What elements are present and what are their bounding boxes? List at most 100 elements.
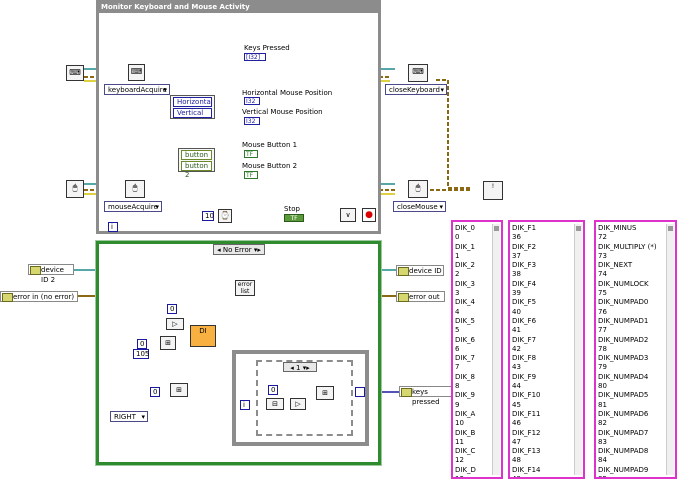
list-item[interactable]: DIK_NUMPAD3 — [598, 354, 649, 363]
list-item[interactable]: DIK_NUMPAD1 — [598, 316, 649, 325]
error-out-terminal[interactable]: error out — [396, 291, 445, 302]
dik-list-1-scrollbar[interactable] — [492, 224, 500, 475]
list-item[interactable]: DIK_4 — [455, 298, 475, 307]
list-item[interactable]: 12 — [455, 456, 464, 465]
mouse-refnum-icon[interactable]: 🖱 — [66, 180, 84, 198]
case-selector[interactable]: ◂ No Error ▾▸ — [213, 244, 265, 255]
close-mouse-ring[interactable]: closeMouse — [393, 201, 446, 213]
list-item[interactable]: DIK_NUMPAD2 — [598, 335, 649, 344]
list-item[interactable]: DIK_6 — [455, 335, 475, 344]
error-in-terminal[interactable]: error in (no error) — [0, 291, 78, 302]
list-item[interactable]: DIK_0 — [455, 224, 475, 232]
keyboard-close-node-icon[interactable]: ⌨ — [408, 64, 428, 82]
list-item[interactable]: 81 — [598, 400, 607, 409]
keyboard-refnum-icon[interactable]: ⌨ — [66, 65, 84, 81]
list-item[interactable]: DIK_F10 — [512, 391, 541, 400]
dik-list-2-scrollbar[interactable] — [574, 224, 582, 475]
list-item[interactable]: DIK_7 — [455, 354, 475, 363]
list-item[interactable]: DIK_B — [455, 428, 476, 437]
list-item[interactable]: DIK_NUMPAD6 — [598, 409, 649, 418]
zero-constant-a[interactable]: 0 — [167, 304, 177, 314]
inner-case-selector[interactable]: ◂ 1 ▾▸ — [283, 362, 317, 372]
list-item[interactable]: 85 — [598, 475, 665, 477]
wait-timer-icon[interactable]: ⌚ — [218, 209, 232, 223]
keys-pressed-indicator[interactable]: [I32] — [244, 53, 266, 61]
list-item[interactable]: DIK_NUMPAD5 — [598, 391, 649, 400]
list-item[interactable]: DIK_8 — [455, 372, 475, 381]
list-item[interactable]: DIK_NUMPAD9 — [598, 465, 649, 474]
list-item[interactable]: 80 — [598, 382, 607, 391]
list-item[interactable]: DIK_F7 — [512, 335, 537, 344]
list-item[interactable]: DIK_MINUS — [598, 224, 637, 232]
stop-condition-icon[interactable]: ● — [362, 208, 376, 222]
zero-constant-b[interactable]: 0 — [137, 339, 147, 349]
list-item[interactable]: DIK_F9 — [512, 372, 537, 381]
list-item[interactable]: 79 — [598, 363, 607, 372]
list-item[interactable]: 6 — [455, 344, 460, 353]
list-item[interactable]: DIK_3 — [455, 279, 475, 288]
list-item[interactable]: DIK_F8 — [512, 354, 537, 363]
list-item[interactable]: DIK_NUMPAD7 — [598, 428, 649, 437]
list-item[interactable]: 38 — [512, 270, 521, 279]
mouse-button1-indicator[interactable]: TF — [244, 150, 258, 158]
dik-list-3-scrollbar[interactable] — [666, 224, 674, 475]
list-item[interactable]: DIK_NUMPAD4 — [598, 372, 649, 381]
list-item[interactable]: 44 — [512, 382, 521, 391]
list-item[interactable]: 39 — [512, 289, 521, 298]
list-item[interactable]: 83 — [598, 437, 607, 446]
vertical-position-indicator[interactable]: I32 — [244, 117, 260, 125]
list-item[interactable]: 75 — [598, 289, 607, 298]
di-acquire-node-icon[interactable]: DI — [190, 325, 216, 347]
mouse-buttons-unbundle[interactable]: button 1 button 2 — [178, 148, 215, 179]
list-item[interactable]: 47 — [512, 437, 521, 446]
list-item[interactable]: DIK_2 — [455, 261, 475, 270]
list-item[interactable]: 0 — [455, 233, 460, 242]
list-item[interactable]: 48 — [512, 456, 521, 465]
list-item[interactable]: DIK_F6 — [512, 316, 537, 325]
list-item[interactable]: DIK_F5 — [512, 298, 537, 307]
list-item[interactable]: 82 — [598, 419, 607, 428]
error-handler-icon[interactable]: ! — [483, 181, 503, 200]
keyboard-read-node-icon[interactable]: ⌨ — [128, 64, 145, 81]
horizontal-position-indicator[interactable]: I32 — [244, 97, 260, 105]
list-item[interactable]: 37 — [512, 251, 521, 260]
list-item[interactable]: 1 — [455, 251, 460, 260]
list-item[interactable]: DIK_D — [455, 465, 476, 474]
list-item[interactable]: DIK_5 — [455, 316, 475, 325]
stop-button[interactable]: TF — [284, 214, 304, 222]
list-item[interactable]: DIK_F2 — [512, 242, 537, 251]
list-item[interactable]: 13 — [455, 475, 491, 477]
list-item[interactable]: 3 — [455, 289, 460, 298]
mouse-acquire-ring[interactable]: mouseAcquire — [104, 201, 162, 213]
keyboard-acquire-ring[interactable]: keyboardAcquire — [104, 84, 170, 96]
mouse-button2-indicator[interactable]: TF — [244, 171, 258, 179]
list-item[interactable]: 9 — [455, 400, 460, 409]
list-item[interactable]: 41 — [512, 326, 521, 335]
list-item[interactable]: 7 — [455, 363, 460, 372]
zero-constant-c[interactable]: 0 — [150, 387, 160, 397]
list-item[interactable]: 46 — [512, 419, 521, 428]
mouse-close-node-icon[interactable]: 🖱 — [408, 180, 428, 198]
list-item[interactable]: 74 — [598, 270, 607, 279]
list-item[interactable]: 72 — [598, 233, 607, 242]
list-item[interactable]: DIK_F14 — [512, 465, 541, 474]
list-item[interactable]: DIK_NUMLOCK — [598, 279, 649, 288]
close-keyboard-ring[interactable]: closeKeyboard — [385, 84, 447, 96]
list-item[interactable]: 73 — [598, 251, 607, 260]
mouse-position-unbundle[interactable]: Horizontal Vertical — [170, 95, 215, 119]
list-item[interactable]: DIK_A — [455, 409, 476, 418]
list-item[interactable]: 2 — [455, 270, 460, 279]
list-item[interactable]: DIK_9 — [455, 391, 475, 400]
list-item[interactable]: 78 — [598, 344, 607, 353]
list-item[interactable]: 42 — [512, 344, 521, 353]
list-item[interactable]: DIK_F11 — [512, 409, 541, 418]
list-item[interactable]: DIK_NUMPAD0 — [598, 298, 649, 307]
list-item[interactable]: 77 — [598, 326, 607, 335]
list-item[interactable]: 40 — [512, 307, 521, 316]
const-105[interactable]: 105 — [133, 349, 149, 359]
mouse-read-node-icon[interactable]: 🖱 — [125, 180, 145, 198]
list-item[interactable]: 36 — [512, 233, 521, 242]
